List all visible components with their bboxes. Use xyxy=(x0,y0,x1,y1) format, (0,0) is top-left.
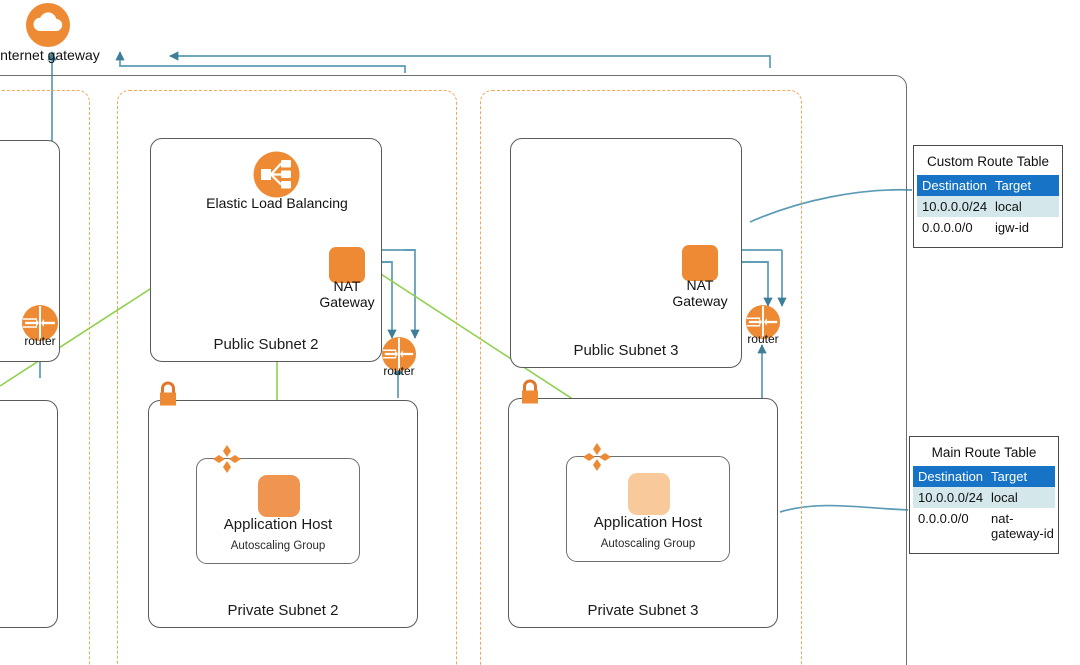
router-3-label: router xyxy=(747,332,779,346)
router-1[interactable] xyxy=(21,304,59,342)
column-header-target: Target xyxy=(995,178,1032,193)
main-route-table[interactable]: Main Route Table Destination Target 10.0… xyxy=(909,436,1059,554)
router-icon xyxy=(745,304,781,340)
load-balancer-icon xyxy=(253,151,300,198)
column-header-destination: Destination xyxy=(922,178,988,193)
autoscaling-group-2-badge xyxy=(212,444,242,474)
nat-gateway-3-label-line2: Gateway xyxy=(672,293,728,309)
autoscaling-group-2-subtitle: Autoscaling Group xyxy=(230,540,326,552)
elastic-load-balancing-label: Elastic Load Balancing xyxy=(206,195,348,211)
column-header-target: Target xyxy=(991,469,1028,484)
private-subnet-2-label: Private Subnet 2 xyxy=(227,602,339,619)
table-row[interactable]: 0.0.0.0/0 nat-gateway-id xyxy=(913,508,1055,544)
table-row[interactable]: 10.0.0.0/24 local xyxy=(917,196,1059,217)
autoscaling-group-2: Application Host Autoscaling Group xyxy=(196,458,360,564)
router-icon xyxy=(22,305,58,341)
custom-route-table[interactable]: Custom Route Table Destination Target 10… xyxy=(913,145,1063,248)
cloud-icon xyxy=(26,3,70,47)
autoscaling-group-3: Application Host Autoscaling Group xyxy=(566,456,730,562)
availability-zone-1-boundary xyxy=(0,90,90,665)
application-host-3-icon xyxy=(628,473,670,515)
private-subnet-2-lock xyxy=(157,381,179,409)
elastic-load-balancing[interactable] xyxy=(253,151,300,198)
autoscaling-arrows-icon xyxy=(213,445,241,473)
autoscaling-group-3-subtitle: Autoscaling Group xyxy=(600,538,696,550)
custom-route-table-title: Custom Route Table xyxy=(926,154,1050,169)
internet-gateway[interactable] xyxy=(25,2,71,48)
lock-icon xyxy=(160,381,176,406)
cell-target: nat-gateway-id xyxy=(991,511,1054,541)
cell-target: local xyxy=(991,490,1018,505)
internet-gateway-label: Internet gateway xyxy=(0,47,100,63)
availability-zone-3-boundary xyxy=(480,90,802,665)
public-subnet-3-label: Public Subnet 3 xyxy=(573,342,679,359)
router-2-label: router xyxy=(383,364,415,378)
router-1-label: router xyxy=(24,334,56,348)
nat-gateway-2-label-line2: Gateway xyxy=(319,294,375,310)
application-host-2-title: Application Host xyxy=(223,516,333,533)
nat-gateway-2-icon[interactable] xyxy=(329,247,365,283)
application-host-2-icon xyxy=(258,475,300,517)
cell-destination: 0.0.0.0/0 xyxy=(918,511,969,526)
custom-route-table-header: Destination Target xyxy=(917,175,1059,196)
main-route-table-header: Destination Target xyxy=(913,466,1055,487)
table-row[interactable]: 0.0.0.0/0 igw-id xyxy=(917,217,1059,238)
nat-gateway-3-label-line1: NAT xyxy=(686,277,714,293)
table-row[interactable]: 10.0.0.0/24 local xyxy=(913,487,1055,508)
main-route-table-title: Main Route Table xyxy=(931,445,1037,460)
router-icon xyxy=(381,336,417,372)
column-header-destination: Destination xyxy=(918,469,984,484)
private-subnet-3-label: Private Subnet 3 xyxy=(587,602,699,619)
nat-gateway-3-icon[interactable] xyxy=(682,245,718,281)
nat-gateway-2-label-line1: NAT xyxy=(333,278,361,294)
application-host-3-title: Application Host xyxy=(593,514,703,531)
router-2[interactable] xyxy=(381,336,417,372)
availability-zone-2-boundary xyxy=(117,90,457,665)
router-3[interactable] xyxy=(745,304,781,340)
table-footer-spacer xyxy=(917,238,1059,244)
cell-destination: 10.0.0.0/24 xyxy=(922,199,988,214)
private-subnet-3-lock xyxy=(519,379,541,407)
public-subnet-2-label: Public Subnet 2 xyxy=(213,336,319,353)
autoscaling-group-3-badge xyxy=(582,442,612,472)
cell-target: igw-id xyxy=(995,220,1029,235)
table-footer-spacer xyxy=(913,544,1055,550)
cell-destination: 0.0.0.0/0 xyxy=(922,220,973,235)
lock-icon xyxy=(522,379,538,404)
cell-target: local xyxy=(995,199,1022,214)
cell-destination: 10.0.0.0/24 xyxy=(918,490,984,505)
private-subnet-1 xyxy=(0,400,58,628)
vpc-boundary xyxy=(0,75,907,665)
autoscaling-arrows-icon xyxy=(583,443,611,471)
